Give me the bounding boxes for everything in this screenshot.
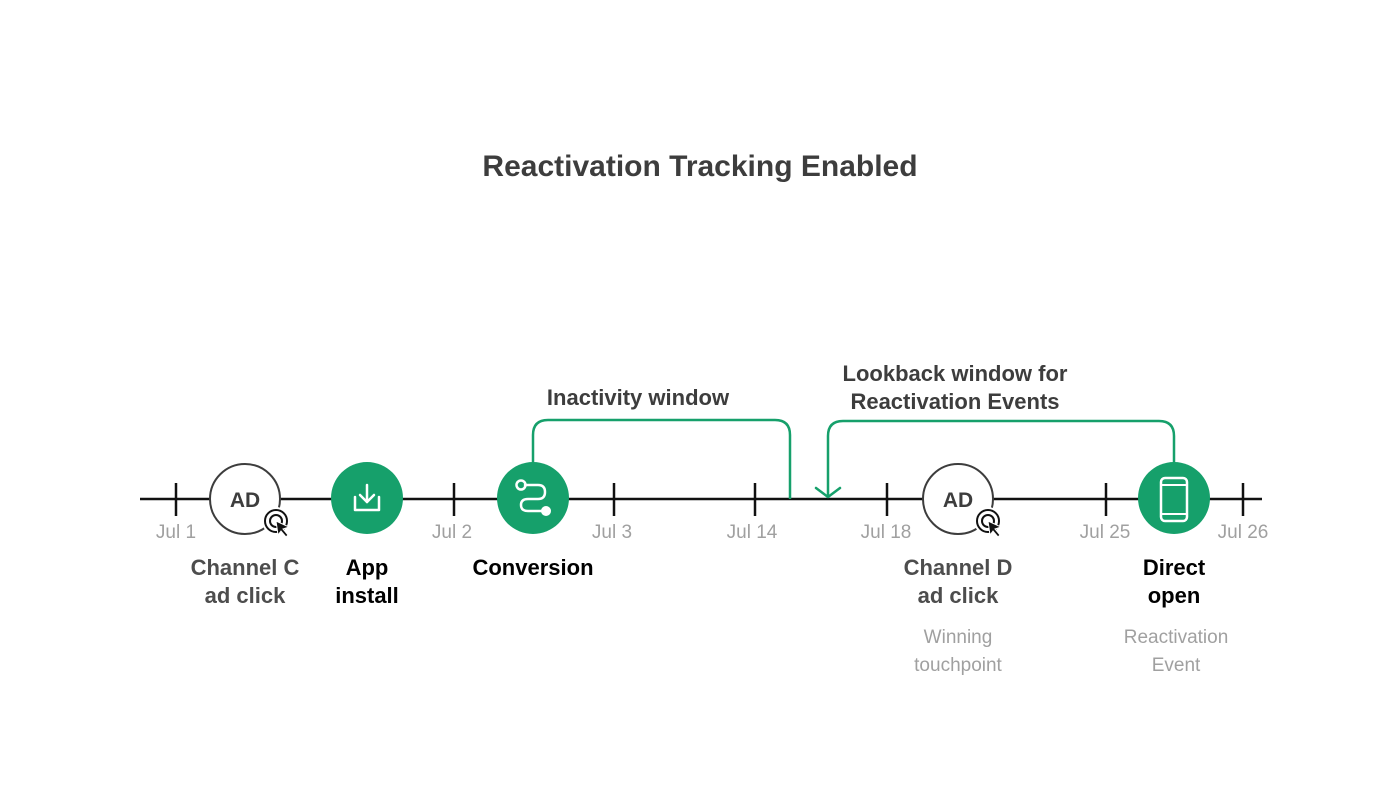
event-channel-d-ad-click: AD Channel D ad click Winning touchpoint: [904, 463, 1013, 676]
tick-label-jul-1: Jul 1: [156, 522, 196, 543]
event-app-install: App install: [331, 462, 403, 608]
lookback-window-bracket: [826, 419, 1176, 496]
lookback-arrow-head-icon: [814, 486, 842, 499]
event-note-line1: Winning: [924, 627, 993, 648]
event-label-line2: ad click: [918, 583, 999, 608]
event-label-line1: App: [346, 555, 389, 580]
lookback-window-label-line1: Lookback window for: [843, 361, 1068, 386]
tick-label-jul-18: Jul 18: [861, 522, 912, 543]
lookback-window-label-line2: Reactivation Events: [850, 389, 1059, 414]
ad-badge-text: AD: [230, 489, 260, 512]
event-conversion: Conversion: [472, 462, 594, 580]
route-icon: [515, 479, 551, 516]
ad-badge-text: AD: [943, 489, 973, 512]
timeline-ticks: [174, 483, 1245, 516]
tick-label-jul-25: Jul 25: [1080, 522, 1131, 543]
tick-label-jul-14: Jul 14: [727, 522, 778, 543]
event-note-line2: touchpoint: [914, 655, 1002, 676]
event-direct-open: Direct open Reactivation Event: [1124, 462, 1229, 676]
event-label-line1: Conversion: [472, 555, 593, 580]
event-label-line2: ad click: [205, 583, 286, 608]
inactivity-window-label: Inactivity window: [547, 385, 730, 410]
event-label-line1: Channel C: [191, 555, 300, 580]
event-label-line2: install: [335, 583, 399, 608]
event-note-line2: Event: [1152, 655, 1201, 676]
event-channel-c-ad-click: AD Channel C ad click: [191, 463, 300, 608]
phone-icon: [1159, 476, 1189, 523]
click-cursor-icon: [974, 507, 1003, 538]
ad-icon: [209, 463, 281, 535]
event-label-line1: Direct: [1143, 555, 1206, 580]
click-cursor-icon: [262, 507, 291, 538]
event-note-line1: Reactivation: [1124, 627, 1229, 648]
tick-label-jul-26: Jul 26: [1218, 522, 1269, 543]
phone-icon-circle: [1138, 462, 1210, 534]
inactivity-window-bracket: [531, 418, 792, 499]
timeline-tick-labels: Jul 1 Jul 2 Jul 3 Jul 14 Jul 18 Jul 25 J…: [156, 522, 1268, 543]
tick-label-jul-3: Jul 3: [592, 522, 632, 543]
download-icon: [353, 483, 381, 512]
event-label-line1: Channel D: [904, 555, 1013, 580]
diagram-title: Reactivation Tracking Enabled: [482, 150, 917, 183]
event-label-line2: open: [1148, 583, 1201, 608]
tick-label-jul-2: Jul 2: [432, 522, 472, 543]
